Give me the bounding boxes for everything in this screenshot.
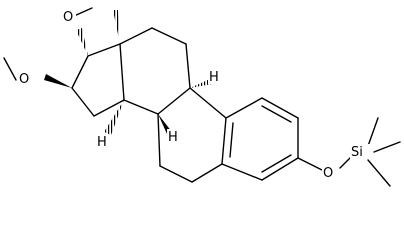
label-mask: [350, 144, 370, 159]
bond-si-methyl-top: [367, 117, 379, 147]
bond-c15-c16: [71, 87, 95, 117]
bond-c6-c7: [159, 165, 193, 183]
atom-label-layer: O O O Si H H H: [18, 9, 370, 181]
bond-c14-c15: [93, 99, 125, 117]
hashed-bond-c14-h: [104, 100, 124, 135]
bond-c10-c1: [225, 97, 263, 119]
label-mask: [208, 69, 220, 84]
atom-h-14: H: [96, 134, 108, 150]
bond-c5-c6: [191, 163, 223, 183]
bond-si-methyl-bottom: [367, 159, 391, 187]
bond-o-methyl-top: [73, 7, 93, 17]
atom-h-8: H: [167, 129, 179, 145]
bond-c13-c14: [119, 43, 125, 101]
bond-c3-c4: [261, 157, 299, 181]
hydrogen-label-c9: H: [209, 70, 219, 85]
oxygen-label-right: O: [323, 166, 333, 181]
oxygen-label-top: O: [63, 10, 73, 25]
bond-c10-c5: [221, 117, 227, 165]
molecular-structure-drawing: O O O Si H H H: [3, 7, 401, 187]
hashed-bond-c9-h: [190, 79, 212, 88]
bond-c5-c10-inner: [229, 122, 234, 158]
bond-c3-o: [297, 157, 323, 171]
bond-c9-c8: [157, 87, 191, 115]
wedge-bond-c16-o: [44, 74, 72, 88]
bond-c1-c2: [261, 97, 299, 119]
bond-c11-c9: [185, 43, 191, 89]
bond-c17-c13: [87, 43, 121, 57]
silicon-label: Si: [351, 145, 363, 160]
bond-c9-c10: [189, 87, 227, 119]
label-mask: [167, 129, 179, 144]
bond-c8-c14: [123, 99, 159, 115]
bond-c12-c11: [151, 27, 187, 45]
hydrogen-label-c8: H: [168, 130, 178, 145]
atom-o-17: O: [62, 9, 76, 25]
bond-c3-c4-inner: [261, 154, 292, 173]
atom-o-16: O: [18, 71, 32, 87]
bond-o-si: [339, 157, 351, 169]
label-mask: [322, 165, 336, 180]
bond-o-methyl-left: [3, 57, 17, 81]
hydrogen-label-c14: H: [97, 135, 107, 150]
bond-c7-c8: [157, 113, 161, 167]
atom-h-9: H: [208, 69, 220, 85]
hashed-bond-c17-o: [76, 28, 88, 56]
hashed-bond-c13-methyl: [113, 10, 120, 44]
bond-c1-c2-inner: [261, 105, 292, 123]
label-mask: [62, 9, 76, 24]
atom-o-3: O: [322, 165, 336, 181]
bond-c13-c12: [119, 27, 153, 45]
label-mask: [18, 71, 32, 86]
bond-c4-c5: [221, 163, 263, 181]
label-mask: [96, 134, 108, 149]
oxygen-label-left: O: [19, 72, 29, 87]
bond-layer: [3, 7, 401, 187]
bond-c16-c17: [71, 55, 89, 89]
bond-si-methyl-right: [373, 141, 401, 153]
atom-si: Si: [350, 144, 370, 160]
